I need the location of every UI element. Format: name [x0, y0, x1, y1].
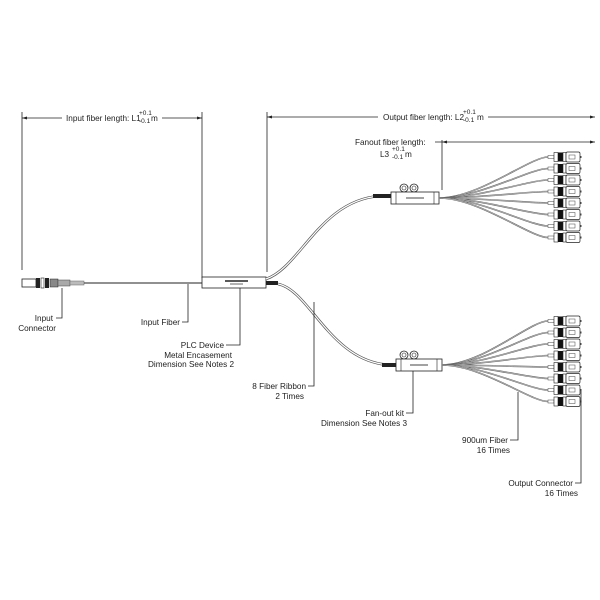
fanout-length-dimension: Fanout fiber length: L3 +0.1 -0.1 m — [355, 138, 595, 190]
arrow-icon — [590, 115, 595, 119]
output-length-label: Output fiber length: L2 — [383, 113, 464, 122]
unit: m — [151, 114, 158, 123]
output-connector — [547, 327, 582, 338]
callout-900um-fiber: 900um Fiber 16 Times — [462, 436, 510, 455]
leader-lines — [56, 284, 582, 484]
output-connector — [547, 163, 582, 174]
svg-text:2 Times: 2 Times — [275, 392, 304, 401]
output-connector — [547, 350, 582, 361]
callout-ribbon: 8 Fiber Ribbon 2 Times — [252, 382, 306, 401]
output-connector — [547, 373, 582, 384]
svg-text:Output Connector: Output Connector — [508, 479, 573, 488]
fanout-length-name: L3 — [380, 150, 390, 159]
svg-text:900um Fiber: 900um Fiber — [462, 436, 508, 445]
svg-text:Connector: Connector — [18, 324, 56, 333]
output-connector — [547, 384, 582, 396]
svg-text:Metal Encasement: Metal Encasement — [164, 351, 233, 360]
fanout-length-label: Fanout fiber length: — [355, 138, 426, 147]
plc-device — [201, 276, 278, 289]
arrow-icon — [197, 116, 202, 120]
fiber-900um — [438, 167, 549, 199]
svg-text:16 Times: 16 Times — [545, 489, 578, 498]
output-connector — [547, 315, 582, 327]
svg-text:Input Fiber: Input Fiber — [141, 318, 180, 327]
svg-text:Dimension See Notes 2: Dimension See Notes 2 — [148, 360, 234, 369]
output-connector — [547, 396, 582, 407]
output-length-dimension: Output fiber length: L2 +0.1 -0.1 m — [266, 109, 595, 272]
output-connector — [547, 197, 582, 209]
svg-text:Dimension See Notes 3: Dimension See Notes 3 — [321, 419, 407, 428]
arrow-icon — [22, 116, 27, 120]
tolerance-plus: +0.1 — [139, 110, 152, 117]
fanout-kit-upper — [390, 183, 440, 205]
svg-text:Input: Input — [35, 314, 54, 323]
fiber-900um — [441, 331, 549, 366]
tolerance-plus: +0.1 — [463, 109, 476, 116]
unit: m — [405, 150, 412, 159]
input-length-dimension: Input fiber length: L1 +0.1 -0.1 m — [21, 110, 203, 278]
output-connector — [547, 209, 582, 220]
fanout-group-upper — [438, 151, 582, 243]
input-connector — [21, 277, 85, 289]
output-connector — [547, 232, 582, 243]
output-connector — [547, 186, 582, 197]
tolerance-minus: -0.1 — [392, 154, 404, 161]
callout-input-connector: Input Connector — [18, 314, 56, 333]
tolerance-minus: -0.1 — [463, 117, 475, 124]
callout-plc-device: PLC Device Metal Encasement Dimension Se… — [148, 341, 234, 369]
arrow-icon — [590, 140, 595, 144]
fiber-ribbons — [265, 194, 396, 367]
fanout-kit-lower — [395, 350, 443, 372]
arrow-icon — [267, 115, 272, 119]
output-connector — [547, 338, 582, 350]
callout-fanout-kit: Fan-out kit Dimension See Notes 3 — [321, 409, 407, 428]
output-connector — [547, 220, 582, 232]
fanout-fibers — [438, 151, 582, 407]
output-connector — [547, 174, 582, 186]
tolerance-plus: +0.1 — [392, 146, 405, 153]
output-connector — [547, 361, 582, 373]
svg-text:16 Times: 16 Times — [477, 446, 510, 455]
tolerance-minus: -0.1 — [139, 118, 151, 125]
unit: m — [477, 113, 484, 122]
input-length-label: Input fiber length: L1 — [66, 114, 141, 123]
svg-text:PLC Device: PLC Device — [181, 341, 225, 350]
callout-input-fiber: Input Fiber — [141, 318, 180, 327]
svg-text:8 Fiber Ribbon: 8 Fiber Ribbon — [252, 382, 306, 391]
fanout-group-lower — [441, 315, 582, 407]
callout-output-connector: Output Connector 16 Times — [508, 479, 578, 498]
svg-text:Fan-out kit: Fan-out kit — [365, 409, 404, 418]
output-connector — [547, 151, 582, 163]
fiber-900um — [441, 320, 549, 366]
arrow-icon — [442, 140, 447, 144]
